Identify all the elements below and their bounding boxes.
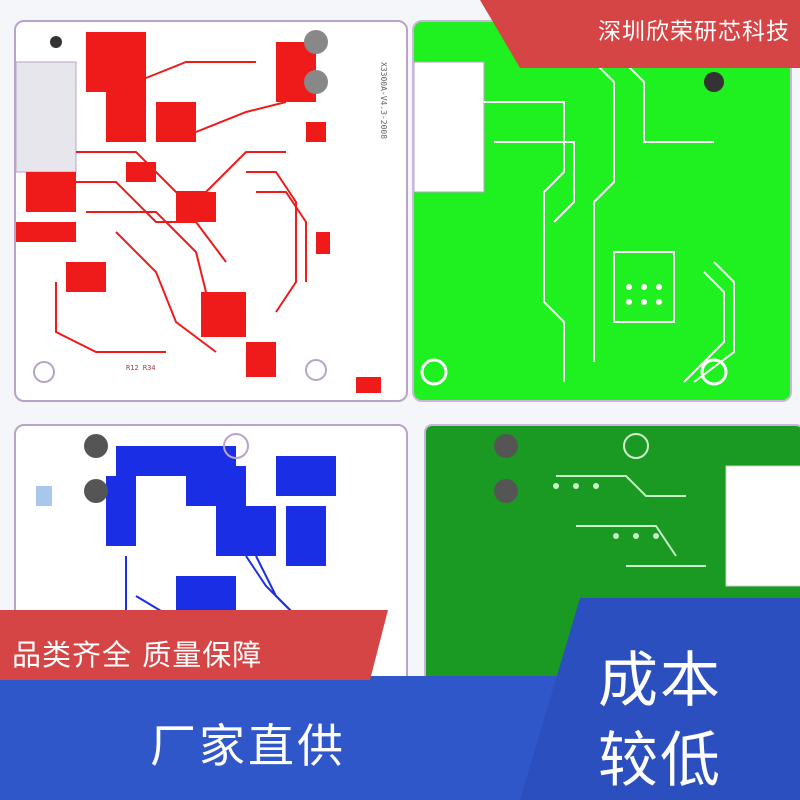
factory-direct-text: 厂家直供: [150, 719, 346, 773]
pcb-green-artwork: [494, 433, 800, 587]
pcb-blue-artwork: [36, 433, 337, 667]
quality-slogan: 品类齐全 质量保障: [12, 638, 263, 672]
pcb-board-id: X3300A-V4.3-2008: [379, 62, 388, 139]
company-name: 深圳欣荣研芯科技: [598, 19, 790, 45]
company-banner: 深圳欣荣研芯科技: [480, 0, 800, 68]
pcb-red-artwork: X3300A-V4.3-2008 R12 R34: [16, 30, 388, 393]
pcb-lime-layer-panel: [412, 20, 792, 402]
pcb-lime-artwork: [414, 61, 735, 386]
cost-panel-background: [520, 598, 800, 800]
cost-text-line-1: 成本: [598, 646, 722, 716]
pcb-net-label: R12 R34: [126, 364, 156, 372]
cost-text-line-2: 较低: [598, 726, 722, 796]
quality-ribbon: 品类齐全 质量保障: [0, 610, 388, 690]
pcb-red-layer-panel: X3300A-V4.3-2008 R12 R34: [14, 20, 408, 402]
